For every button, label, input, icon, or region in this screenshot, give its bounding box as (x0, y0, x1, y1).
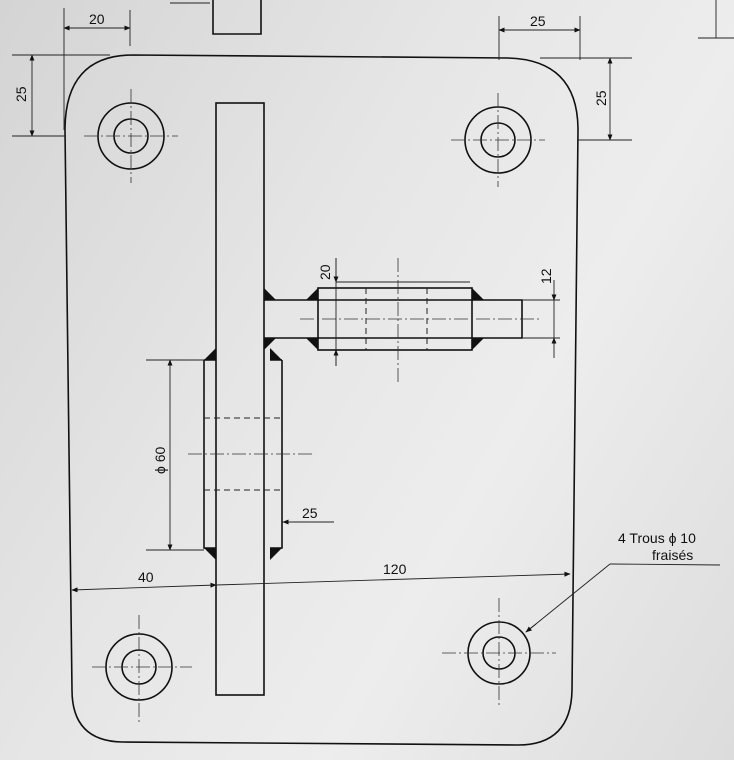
hole-bottom-right (442, 598, 556, 708)
dim-text-boss-diameter: ϕ 60 (152, 446, 168, 474)
dimension-shaft-height: 20 (317, 258, 470, 366)
dim-text-top-left-horizontal: 20 (89, 11, 105, 27)
dimension-tab-height: 12 (522, 268, 560, 358)
dim-text-shaft-height: 20 (317, 264, 333, 280)
note-line-1: 4 Trous ϕ 10 (618, 530, 696, 546)
weld-symbols (204, 288, 484, 560)
note-line-2: fraisés (652, 547, 693, 563)
dimension-bottom: 40 120 (71, 561, 571, 593)
left-boss (188, 359, 312, 549)
hole-top-right (451, 93, 545, 187)
dimension-top-right-vertical: 25 (540, 57, 632, 141)
dim-text-bottom-right: 120 (383, 561, 407, 577)
dim-text-top-left-vertical: 25 (13, 86, 29, 102)
dimension-top-left-horizontal: 20 (63, 8, 131, 130)
dimension-boss-offset: 25 (282, 505, 334, 525)
hole-bottom-left (92, 615, 192, 722)
hole-callout-note: 4 Trous ϕ 10 fraisés (525, 530, 721, 633)
vertical-plate (215, 102, 265, 696)
base-plate-outline (64, 54, 579, 746)
dimension-top-left-vertical: 25 (12, 54, 110, 137)
dimension-boss-diameter: ϕ 60 (146, 359, 204, 551)
dimension-top-right-horizontal: 25 (498, 13, 581, 60)
dim-text-bottom-left: 40 (138, 569, 154, 585)
partial-drawing-top (170, 0, 734, 39)
hole-top-left (84, 89, 178, 183)
dim-text-top-right-vertical: 25 (593, 90, 609, 106)
dim-text-top-right-horizontal: 25 (530, 13, 546, 29)
horizontal-shaft (264, 258, 540, 382)
dim-text-tab-height: 12 (538, 268, 554, 284)
dim-text-boss-offset: 25 (302, 505, 318, 521)
